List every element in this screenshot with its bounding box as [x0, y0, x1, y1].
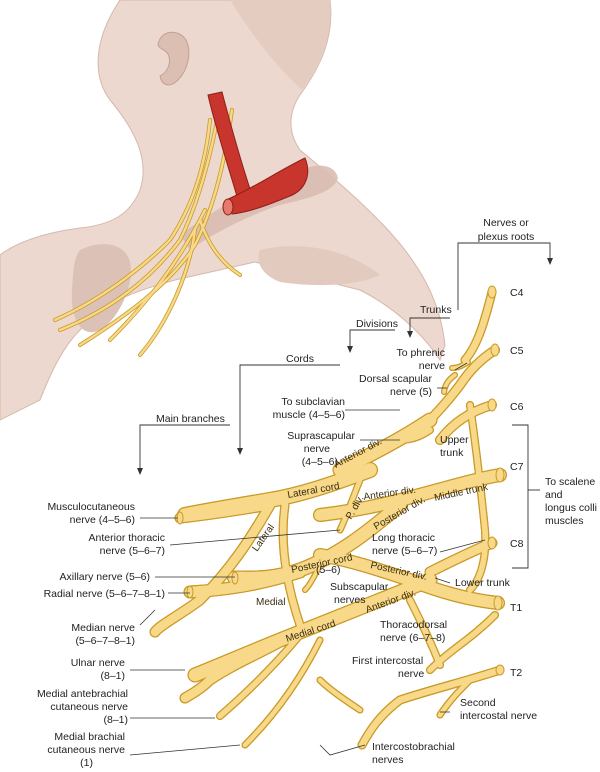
- medial-antebrachial-line3: (8–1): [103, 714, 128, 726]
- phrenic-line2: nerve: [419, 360, 445, 372]
- long-thoracic-line2: nerve (5–6–7): [372, 545, 437, 557]
- root-c5: C5: [510, 345, 524, 357]
- roots-heading-line1: Nerves or: [483, 217, 529, 229]
- suprascapular-line1: Suprascapular: [287, 430, 355, 442]
- subscapular-num-label: (5–6): [316, 564, 341, 576]
- suprascapular-line3: (4–5–6): [302, 456, 338, 468]
- cords-heading: Cords: [286, 353, 314, 365]
- dorsal-scapular-line1: Dorsal scapular: [359, 373, 432, 385]
- subclavian-artery: [225, 157, 309, 215]
- lower-trunk-label: Lower trunk: [455, 577, 511, 589]
- second-intercostal-line2: intercostal nerve: [460, 710, 537, 722]
- scalene-line4: muscles: [545, 515, 584, 527]
- root-c6: C6: [510, 401, 524, 413]
- phrenic-line1: To phrenic: [397, 347, 445, 359]
- radial-label: Radial nerve (5–6–7–8–1): [44, 588, 165, 600]
- first-intercostal-line1: First intercostal: [352, 655, 423, 667]
- ulnar-line2: (8–1): [100, 670, 125, 682]
- thoracodorsal-line1: Thoracodorsal: [380, 619, 447, 631]
- root-c8: C8: [510, 538, 524, 550]
- upper-trunk-line1: Upper: [440, 434, 469, 446]
- leader-lines: [129, 362, 486, 756]
- roots-heading-line2: plexus roots: [478, 231, 535, 243]
- anterior-thoracic-line1: Anterior thoracic: [89, 532, 165, 544]
- scalene-line2: and: [545, 489, 563, 501]
- first-intercostal-line2: nerve: [398, 668, 424, 680]
- median-line1: Median nerve: [71, 622, 135, 634]
- scapula-shadow: [71, 244, 131, 333]
- intercostobrachial-line2: nerves: [372, 754, 404, 766]
- medial-root-label: Medial: [256, 597, 285, 608]
- body-silhouette: [0, 0, 446, 421]
- scalene-line3: longus colli: [545, 502, 597, 514]
- thoracodorsal-line2: nerve (6–7–8): [380, 632, 445, 644]
- medial-antebrachial-line1: Medial antebrachial: [37, 688, 128, 700]
- long-thoracic-line1: Long thoracic: [372, 532, 435, 544]
- musculocutaneous-line1: Musculocutaneous: [47, 501, 135, 513]
- medial-antebrachial-line2: cutaneous nerve: [50, 701, 128, 713]
- dorsal-scapular-line2: nerve (5): [390, 386, 432, 398]
- subclavian-line1: To subclavian: [281, 396, 345, 408]
- upper-trunk-line2: trunk: [440, 447, 464, 459]
- second-intercostal-line1: Second: [460, 697, 496, 709]
- artery-cut-end: [222, 198, 234, 216]
- axillary-label: Axillary nerve (5–6): [60, 571, 150, 583]
- chest-shadow: [258, 246, 380, 286]
- median-line2: (5–6–7–8–1): [75, 635, 135, 647]
- branches-heading: Main branches: [156, 413, 225, 425]
- root-t2: T2: [510, 667, 522, 679]
- anterior-thoracic-line2: nerve (5–6–7): [100, 545, 165, 557]
- plexus-nerves: [155, 286, 504, 745]
- subscapular-line2: nerves: [334, 594, 366, 606]
- intercostobrachial-line1: Intercostobrachial: [372, 741, 455, 753]
- trunks-heading: Trunks: [420, 304, 452, 316]
- heading-arrows: [137, 242, 553, 569]
- ear: [157, 31, 190, 86]
- medial-brachial-line3: (1): [80, 757, 93, 769]
- subclavian-line2: muscle (4–5–6): [273, 409, 345, 421]
- root-c4: C4: [510, 287, 524, 299]
- musculocutaneous-line2: nerve (4–5–6): [70, 514, 135, 526]
- root-t1: T1: [510, 602, 522, 614]
- labels: Nerves or plexus roots Trunks Divisions …: [37, 217, 597, 769]
- face-shading: [230, 0, 331, 90]
- divisions-heading: Divisions: [356, 318, 398, 330]
- medial-brachial-line1: Medial brachial: [54, 731, 125, 743]
- medial-brachial-line2: cutaneous nerve: [47, 744, 125, 756]
- root-c7: C7: [510, 461, 524, 473]
- ulnar-line1: Ulnar nerve: [71, 657, 125, 669]
- subscapular-line1: Subscapular: [330, 581, 389, 593]
- scalene-line1: To scalene: [545, 476, 595, 488]
- upper-nerve-sketch: [53, 103, 242, 357]
- suprascapular-line2: nerve: [304, 443, 330, 455]
